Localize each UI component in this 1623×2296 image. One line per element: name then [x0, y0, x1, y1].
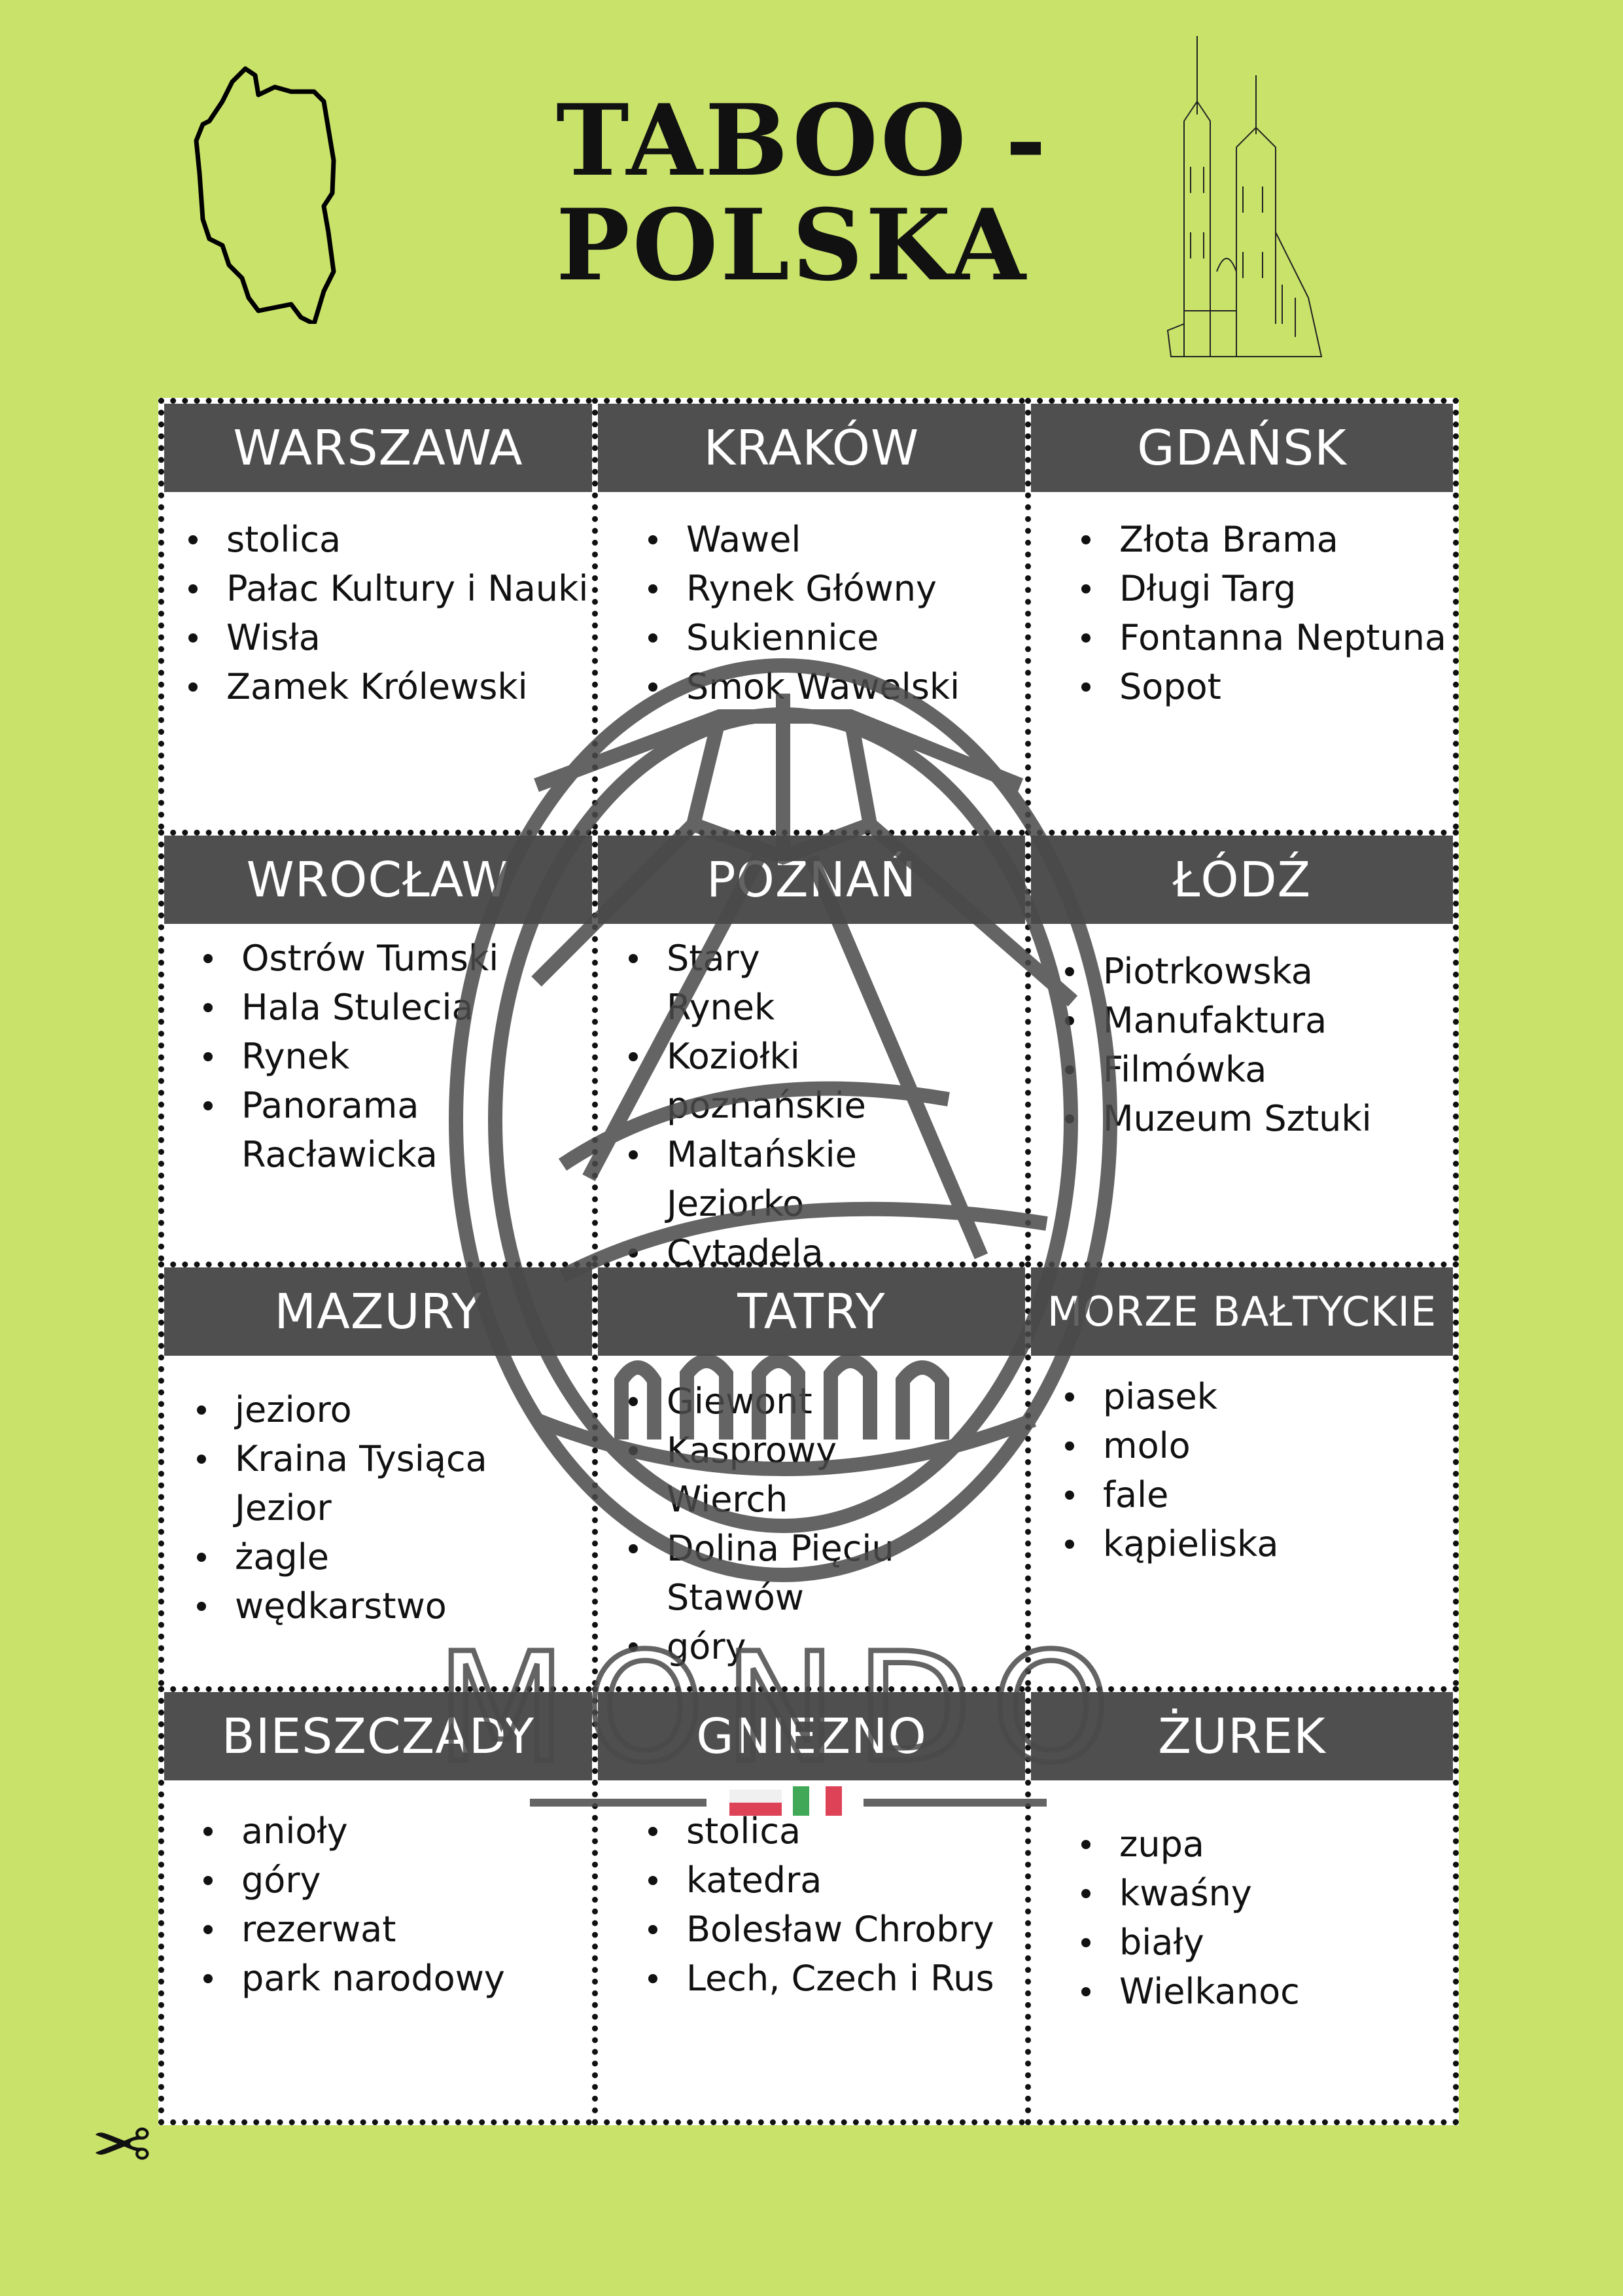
- card-item: Maltańskie Jeziorko: [629, 1130, 863, 1228]
- card-title: GDAŃSK: [1031, 404, 1453, 492]
- card-title: GNIEZNO: [598, 1692, 1025, 1780]
- card-item: Sopot: [1081, 662, 1453, 711]
- card-item: stolica: [648, 1807, 1025, 1856]
- card-item: fale: [1065, 1470, 1453, 1519]
- title-line-2: POLSKA: [556, 188, 1028, 303]
- card-item: stolica: [188, 515, 592, 564]
- card-item: kwaśny: [1081, 1869, 1453, 1918]
- card-item: Wielkanoc: [1081, 1967, 1453, 2016]
- card-item: rezerwat: [203, 1905, 592, 1954]
- page-title: TABOO -POLSKA: [556, 88, 1049, 298]
- card-item: piasek: [1065, 1372, 1453, 1421]
- card-title: TATRY: [598, 1267, 1025, 1356]
- card-title: ŻUREK: [1031, 1692, 1453, 1780]
- card-title: MORZE BAŁTYCKIE: [1031, 1267, 1453, 1356]
- card-item: Rynek Główny: [648, 564, 1025, 613]
- card-title: ŁÓDŹ: [1031, 836, 1453, 924]
- card-item: Długi Targ: [1081, 564, 1453, 613]
- card-item: Panorama Racławicka: [203, 1081, 555, 1179]
- card-item: Rynek: [203, 1032, 555, 1081]
- card-item: Dolina Pięciu Stawów: [629, 1524, 968, 1622]
- card-item: Filmówka: [1065, 1045, 1453, 1094]
- card-item: Manufaktura: [1065, 996, 1453, 1045]
- card-item: Stary Rynek: [629, 934, 863, 1032]
- card-item: Zamek Królewski: [188, 662, 592, 711]
- card-item: Lech, Czech i Rus: [648, 1954, 1025, 2003]
- scissors-icon: ✂: [92, 2100, 152, 2184]
- card-item: zupa: [1081, 1820, 1453, 1869]
- card-item: Wawel: [648, 515, 1025, 564]
- poland-map-icon: [194, 66, 336, 324]
- card-item: wędkarstwo: [197, 1581, 592, 1631]
- card-item: Fontanna Neptuna: [1081, 613, 1453, 662]
- card-title: BIESZCZADY: [164, 1692, 592, 1780]
- card-item: kąpieliska: [1065, 1519, 1453, 1568]
- card-title: MAZURY: [164, 1267, 592, 1356]
- card-item: Piotrkowska: [1065, 947, 1453, 996]
- card-item: biały: [1081, 1918, 1453, 1967]
- card-title: WROCŁAW: [164, 836, 592, 924]
- card-item: Ostrów Tumski: [203, 934, 555, 983]
- card-item: Koziołki poznańskie: [629, 1032, 866, 1130]
- card-item: Sukiennice: [648, 613, 1025, 662]
- card-item: Muzeum Sztuki: [1065, 1094, 1453, 1143]
- card-item: park narodowy: [203, 1954, 592, 2003]
- card-item: Złota Brama: [1081, 515, 1453, 564]
- card-item: molo: [1065, 1421, 1453, 1470]
- card-item: Pałac Kultury i Nauki: [188, 564, 592, 613]
- card-item: jezioro: [197, 1385, 592, 1434]
- card-title: POZNAŃ: [598, 836, 1025, 924]
- card-item: Bolesław Chrobry: [648, 1905, 1025, 1954]
- card-item: góry: [629, 1622, 968, 1671]
- card-item: Kasprowy Wierch: [629, 1426, 968, 1524]
- card-item: Hala Stulecia: [203, 983, 555, 1032]
- card-item: żagle: [197, 1532, 592, 1581]
- card-title: WARSZAWA: [164, 404, 592, 492]
- title-line-1: TABOO -: [556, 83, 1049, 198]
- card-title: KRAKÓW: [598, 404, 1025, 492]
- card-item: Wisła: [188, 613, 592, 662]
- card-item: Smok Wawelski: [648, 662, 1025, 711]
- card-item: katedra: [648, 1856, 1025, 1905]
- card-item: Kraina Tysiąca Jezior: [197, 1434, 592, 1532]
- card-item: anioły: [203, 1807, 592, 1856]
- card-item: Giewont: [629, 1377, 968, 1426]
- church-drawing-icon: [1166, 36, 1323, 357]
- card-item: góry: [203, 1856, 592, 1905]
